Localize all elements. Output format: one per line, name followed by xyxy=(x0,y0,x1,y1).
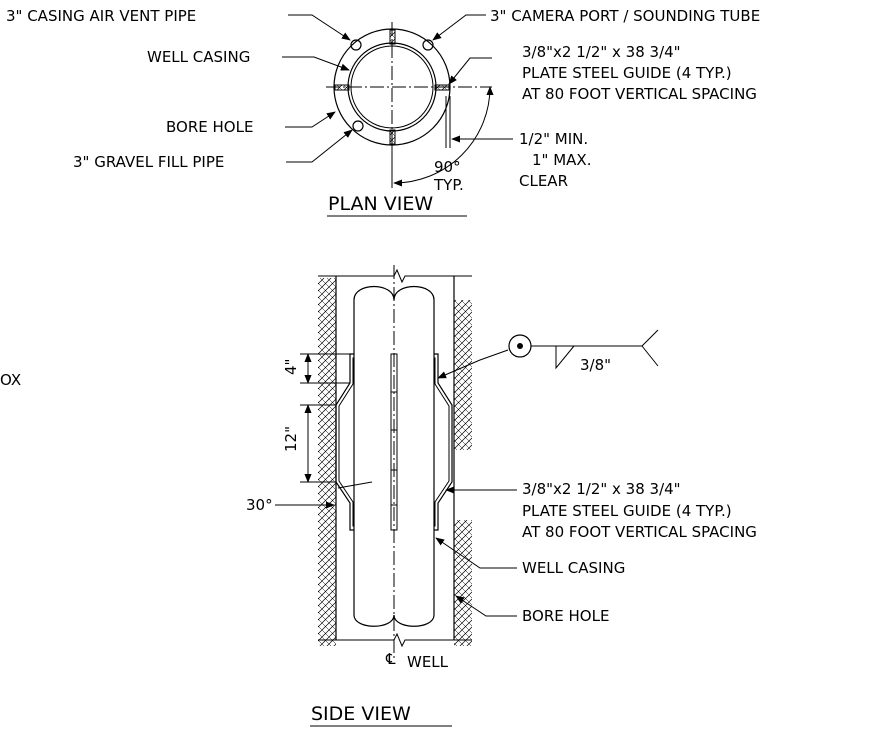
break-line-bottom xyxy=(318,632,472,648)
plan-guide-left xyxy=(334,84,350,91)
label-side-bore-hole: BORE HOLE xyxy=(522,607,609,625)
label-guide-line-1: 3/8"x2 1/2" x 38 3/4" xyxy=(522,43,681,61)
label-clearance-max: 1" MAX. xyxy=(532,151,591,169)
leader-side-bore-hole xyxy=(455,595,517,617)
leader-weld xyxy=(437,349,509,379)
leader-gravel-fill xyxy=(286,129,353,163)
weld-all-around-dot xyxy=(517,343,523,349)
label-well-casing: WELL CASING xyxy=(147,48,250,66)
label-dim-4: 4" xyxy=(282,359,300,375)
plan-gravel-fill-pipe xyxy=(352,120,364,132)
soil-hatch-left xyxy=(318,278,336,646)
label-guide-line-2: PLATE STEEL GUIDE (4 TYP.) xyxy=(522,64,732,82)
label-air-vent: 3" CASING AIR VENT PIPE xyxy=(6,7,196,25)
plan-guide-top xyxy=(389,29,396,45)
plan-guide-bottom xyxy=(389,129,396,145)
soil-hatch-right-lower xyxy=(454,520,472,646)
label-clearance-min: 1/2" MIN. xyxy=(519,130,588,148)
leader-air-vent xyxy=(288,14,351,41)
label-bore-hole: BORE HOLE xyxy=(166,118,253,136)
edge-text-fragment: OX xyxy=(0,371,21,389)
guide-right-bent xyxy=(434,353,453,531)
centerline-symbol: ℄ xyxy=(385,650,396,668)
well-casing-break-bottom xyxy=(353,614,435,627)
soil-hatch-right xyxy=(454,300,472,450)
label-angle-typ: TYP. xyxy=(433,176,464,194)
label-weld-size: 3/8" xyxy=(580,356,611,374)
leader-well-casing xyxy=(282,56,350,71)
label-gravel-fill: 3" GRAVEL FILL PIPE xyxy=(73,153,224,171)
label-clearance-clear: CLEAR xyxy=(519,172,568,190)
label-angle-30: 30° xyxy=(246,496,273,514)
label-side-guide-line-2: PLATE STEEL GUIDE (4 TYP.) xyxy=(522,502,732,520)
leader-side-well-casing xyxy=(435,537,517,569)
guide-left-bent xyxy=(335,353,354,531)
angle-90-arc xyxy=(393,86,494,187)
label-side-guide-line-1: 3/8"x2 1/2" x 38 3/4" xyxy=(522,480,681,498)
guide-right-bent-inner xyxy=(434,357,450,527)
leader-guide xyxy=(448,57,492,85)
centerline-label: WELL xyxy=(407,653,449,671)
plan-camera-port-pipe xyxy=(422,39,434,51)
guide-left-bent-inner xyxy=(338,357,354,527)
weld-tail xyxy=(641,329,659,367)
side-view-title: SIDE VIEW xyxy=(311,703,411,725)
break-line-top xyxy=(318,268,472,284)
leader-bore-hole xyxy=(285,111,336,128)
inner-guide-strip xyxy=(390,353,398,531)
label-side-guide-line-3: AT 80 FOOT VERTICAL SPACING xyxy=(522,523,757,541)
weld-fillet-symbol xyxy=(555,345,575,370)
label-guide-line-3: AT 80 FOOT VERTICAL SPACING xyxy=(522,85,757,103)
leader-camera-port xyxy=(432,14,486,41)
plan-view-title: PLAN VIEW xyxy=(328,193,433,215)
label-angle-90: 90° xyxy=(434,158,461,176)
label-dim-12: 12" xyxy=(282,426,300,452)
plan-guide-right xyxy=(434,84,450,91)
plan-view: 3" CASING AIR VENT PIPE 3" CAMERA PORT /… xyxy=(6,7,760,217)
label-side-well-casing: WELL CASING xyxy=(522,559,625,577)
side-view: 4" 12" 30° 3/8" 3/8"x2 1/2" x 38 3/4" PL… xyxy=(246,265,757,727)
angle-30-ref xyxy=(337,481,373,489)
label-camera-port: 3" CAMERA PORT / SOUNDING TUBE xyxy=(490,7,760,25)
plan-air-vent-pipe xyxy=(350,39,362,51)
